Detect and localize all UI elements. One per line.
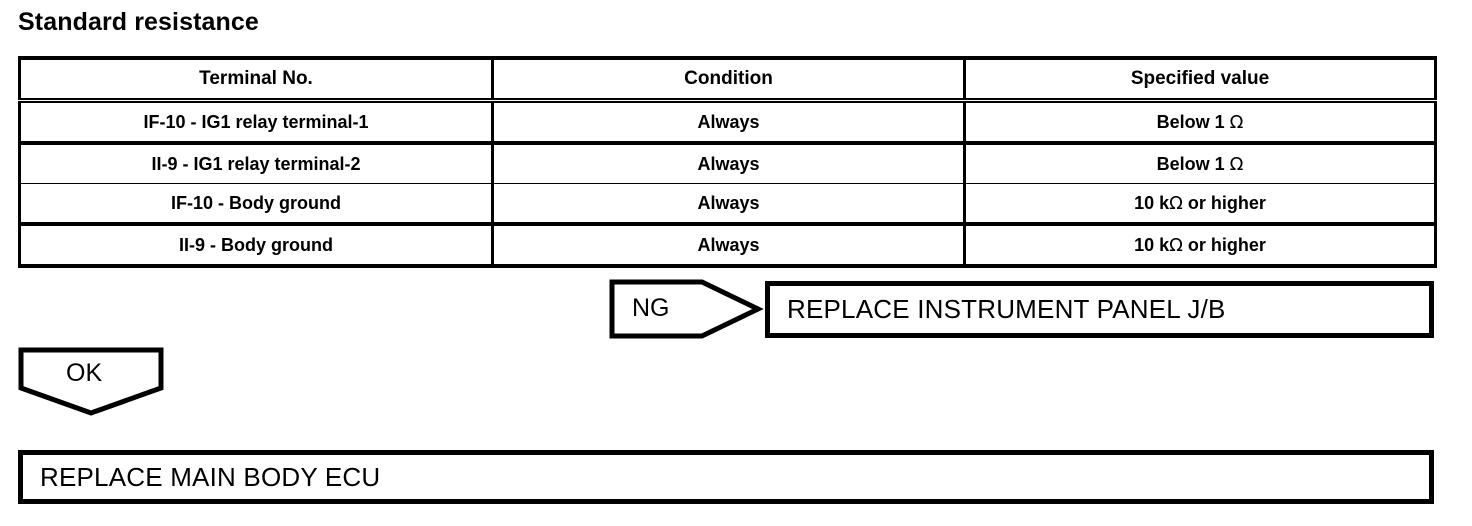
value-suffix: or higher [1182,234,1266,255]
cell-terminal-no: II-9 - IG1 relay terminal-2 [18,143,494,184]
cell-condition: Always [491,224,966,268]
cell-condition: Always [491,143,966,184]
column-header-condition: Condition [491,56,966,103]
ng-arrow-polygon [609,279,764,339]
replace-main-body-ecu-label: REPLACE MAIN BODY ECU [40,461,381,492]
cell-specified-value: Below 1 Ω [963,143,1437,184]
cell-specified-value: 10 kΩ or higher [963,183,1437,226]
ohm-symbol: Ω [1229,153,1244,175]
ng-arrow-shape [609,279,764,339]
page-title: Standard resistance [18,8,259,36]
cell-condition: Always [491,183,966,226]
cell-terminal-no: II-9 - Body ground [18,224,494,268]
table-row: IF-10 - Body ground Always 10 kΩ or high… [18,183,1437,226]
table-row: II-9 - IG1 relay terminal-2 Always Below… [18,143,1437,184]
table-row: IF-10 - IG1 relay terminal-1 Always Belo… [18,100,1437,145]
standard-resistance-table: Terminal No. Condition Specified value I… [18,56,1437,268]
value-prefix: 10 k [1134,234,1170,255]
cell-terminal-no: IF-10 - Body ground [18,183,494,226]
cell-terminal-no: IF-10 - IG1 relay terminal-1 [18,100,494,145]
cell-condition: Always [491,100,966,145]
replace-instrument-panel-jb-box: REPLACE INSTRUMENT PANEL J/B [765,281,1434,338]
ohm-symbol: Ω [1169,192,1183,214]
ohm-symbol: Ω [1169,234,1183,256]
table-header-row: Terminal No. Condition Specified value [18,56,1437,103]
value-suffix: or higher [1182,192,1266,213]
column-header-specified-value: Specified value [963,56,1437,103]
ohm-symbol: Ω [1229,111,1244,133]
ng-label: NG [632,294,670,322]
ok-arrow-shape [18,347,164,416]
replace-instrument-panel-jb-label: REPLACE INSTRUMENT PANEL J/B [787,294,1226,324]
table-row: II-9 - Body ground Always 10 kΩ or highe… [18,224,1437,268]
replace-main-body-ecu-box: REPLACE MAIN BODY ECU [18,450,1434,504]
value-prefix: 10 k [1134,192,1170,213]
column-header-terminal-no: Terminal No. [18,56,494,103]
cell-specified-value: Below 1 Ω [963,100,1437,145]
cell-specified-value: 10 kΩ or higher [963,224,1437,268]
ok-label: OK [66,359,103,387]
value-text: Below 1 [1156,111,1230,132]
ok-arrow-polygon [18,347,164,416]
value-text: Below 1 [1156,153,1230,174]
